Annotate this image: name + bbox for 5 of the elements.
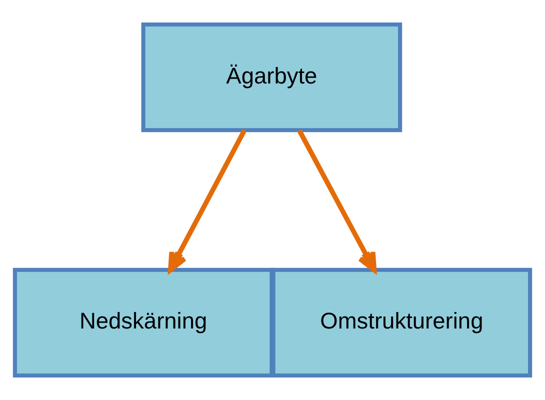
node-box: Nedskärning: [12, 268, 274, 378]
node-box: Ägarbyte: [141, 22, 402, 132]
node-box: Omstrukturering: [271, 268, 532, 378]
arrow: [297, 129, 377, 272]
arrow: [168, 129, 247, 272]
